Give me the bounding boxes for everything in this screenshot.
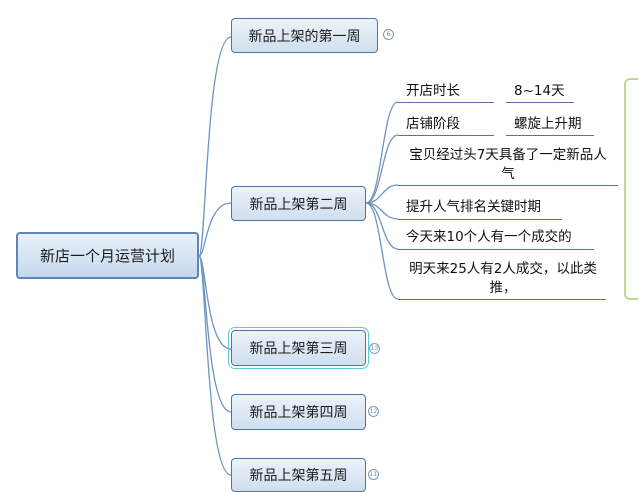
leaf-underline [506,102,574,103]
connector-week2-leaf5 [365,202,399,250]
branch-topic-week1[interactable]: 新品上架的第一周 [231,18,378,53]
leaf-ranking-key-period[interactable]: 提升人气排名关键时期 [406,199,541,215]
branch-topic-label: 新品上架的第一周 [248,28,361,45]
leaf-underline [506,135,594,136]
root-topic[interactable]: 新店一个月运营计划 [16,232,199,279]
connector-root-week5 [198,255,232,476]
summary-bracket[interactable] [624,78,638,300]
leaf-conversion-today[interactable]: 今天来10个人有一个成交的 [406,229,572,245]
branch-topic-week4[interactable]: 新品上架第四周 [231,394,366,430]
branch-topic-label: 新品上架第四周 [249,405,348,421]
leaf-conversion-tomorrow[interactable]: 明天来25人有2人成交，以此类推， [409,261,597,296]
connector-week2-leaf6 [365,202,399,300]
branch-topic-week3[interactable]: 新品上架第三周 [228,327,369,369]
collapsed-count-badge[interactable]: 12 [368,406,379,417]
branch-topic-week2[interactable]: 新品上架第二周 [231,186,366,221]
connector-root-week1 [198,36,232,257]
leaf-underline [398,135,494,136]
connector-week2-leaf3 [365,184,399,204]
branch-topic-label: 新品上架第三周 [249,341,348,357]
leaf-opening-duration[interactable]: 开店时长 [406,83,460,99]
leaf-underline [398,185,618,186]
leaf-underline [398,219,562,220]
connector-root-week4 [198,255,232,413]
branch-topic-label: 新品上架第二周 [249,196,348,213]
leaf-new-product-popularity[interactable]: 宝贝经过头7天具备了一定新品人气 [409,147,607,182]
collapsed-count-badge[interactable]: 6 [383,29,394,40]
root-topic-label: 新店一个月运营计划 [39,247,175,265]
leaf-store-stage-value[interactable]: 螺旋上升期 [514,116,582,132]
connector-week2-leaf2 [365,134,399,204]
branch-topic-label: 新品上架第五周 [249,468,348,484]
leaf-underline [398,249,594,250]
connector-root-week2 [198,202,232,257]
branch-topic-week5[interactable]: 新品上架第五周 [231,458,366,492]
leaf-store-stage[interactable]: 店铺阶段 [406,116,460,132]
leaf-underline [398,102,494,103]
leaf-underline [398,299,606,300]
connector-week2-leaf1 [365,101,399,204]
collapsed-count-badge[interactable]: 13 [369,343,380,354]
collapsed-count-badge[interactable]: 11 [368,469,379,480]
leaf-opening-duration-value[interactable]: 8~14天 [514,83,565,99]
